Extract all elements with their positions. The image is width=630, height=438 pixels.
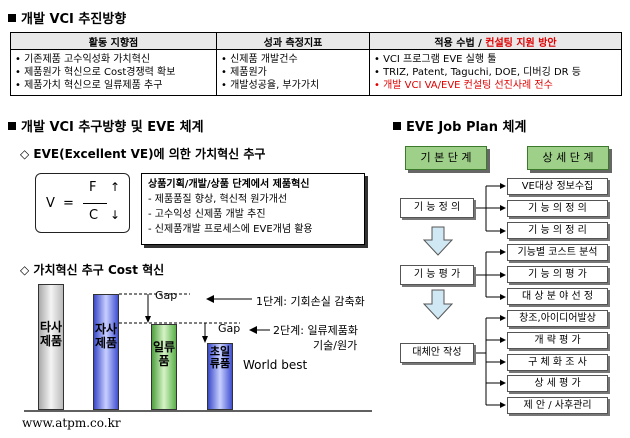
section-title-text: EVE Job Plan 체계 [406, 120, 527, 135]
cost-subtitle-text: 가치혁신 추구 Cost 혁신 [33, 263, 165, 277]
diamond-icon: ◇ [20, 147, 34, 161]
section-title-jobplan: EVE Job Plan 체계 [393, 116, 526, 135]
cell-item: 개발성공율, 부가가치 [230, 80, 320, 91]
cell-item: TRIZ, Patent, Taguchi, DOE, 디버깅 DR 등 [383, 67, 581, 78]
step2-label: 2단계: 일류제품화 [273, 324, 359, 337]
table-cell: • 신제품 개발건수 • 제품원가 • 개발성공율, 부가가치 [216, 49, 370, 96]
table-header: 성과 측정지표 [216, 32, 370, 50]
step1-label: 1단계: 기회손실 감축화 [256, 295, 365, 308]
section-title-text: 개발 VCI 추진방향 [21, 12, 127, 27]
cell-item: 제품원가 [230, 67, 267, 78]
bar-world-class [207, 343, 233, 410]
arrow-up-icon: ↑ [110, 180, 121, 194]
table-header: 적용 수법 / 컨설팅 지원 방안 [369, 32, 622, 50]
step-box: 대 상 분 야 선 정 [507, 288, 608, 305]
function-evaluation-box: 기 능 평 가 [400, 265, 474, 285]
cell-item-red: 개발 VCI VA/EVE 컨설팅 선진사례 전수 [383, 80, 553, 91]
square-bullet-icon [393, 122, 401, 130]
bar-label-first-class: 일류품 [152, 340, 176, 368]
vci-table: 활동 지향점 성과 측정지표 적용 수법 / 컨설팅 지원 방안 • 기존제품 … [10, 32, 622, 96]
step-box: 상 세 평 가 [507, 375, 608, 392]
function-definition-box: 기 능 정 의 [400, 198, 474, 218]
step-box: 기 능 의 정 의 [507, 200, 608, 217]
section-title-eve: 개발 VCI 추구방향 및 EVE 체계 [8, 116, 204, 135]
world-best-label: World best [243, 358, 308, 372]
bar-first-class [151, 324, 177, 410]
alternative-box: 대체안 작성 [400, 343, 474, 363]
table-row: • 기존제품 고수익성화 가치혁신 • 제품원가 혁신으로 Cost경쟁력 확보… [10, 49, 622, 96]
eve-subtitle: ◇ EVE(Excellent VE)에 의한 가치혁신 추구 [20, 145, 265, 162]
formula-c: C [89, 208, 99, 223]
table-header-row: 활동 지향점 성과 측정지표 적용 수법 / 컨설팅 지원 방안 [10, 32, 622, 50]
formula-f: F [89, 180, 97, 195]
cell-item: 기존제품 고수익성화 가치혁신 [24, 54, 151, 65]
eve-subtitle-text: EVE(Excellent VE)에 의한 가치혁신 추구 [33, 147, 266, 161]
formula-v: V [46, 196, 55, 211]
bar-own-product [93, 294, 119, 410]
cell-item: VCI 프로그램 EVE 실행 툴 [383, 54, 497, 65]
website-url: www.atpm.co.kr [22, 416, 121, 430]
square-bullet-icon [8, 14, 16, 22]
gap-label-2: Gap [218, 322, 241, 335]
innovation-item: 신제품개발 프로세스에 EVE개념 활용 [154, 224, 313, 235]
bar-label-own: 자사제품 [94, 322, 118, 350]
diamond-icon: ◇ [20, 263, 34, 277]
detail-stage-header: 상 세 단 계 [527, 146, 609, 170]
cell-item: 제품가치 혁신으로 일류제품 추구 [24, 80, 163, 91]
cell-item: 제품원가 혁신으로 Cost경쟁력 확보 [24, 67, 176, 78]
table-cell: • 기존제품 고수익성화 가치혁신 • 제품원가 혁신으로 Cost경쟁력 확보… [10, 49, 217, 96]
step-box: 기 능 의 정 리 [507, 222, 608, 239]
section-title-text: 개발 VCI 추구방향 및 EVE 체계 [21, 120, 204, 135]
basic-stage-header: 기 본 단 계 [405, 146, 487, 170]
header-text: 적용 수법 / [434, 37, 486, 49]
bar-label-world-class: 초일류품 [209, 345, 231, 370]
formula-equals: = [63, 196, 74, 211]
innovation-item: 고수익성 신제품 개발 추진 [154, 209, 266, 220]
formula-box: V = F C ↑ ↓ [35, 173, 130, 233]
header-text-red: 컨설팅 지원 방안 [485, 37, 557, 49]
arrow-down-icon: ↓ [110, 208, 121, 222]
step-box: 기능별 코스트 분석 [507, 244, 608, 261]
step-box: 창조,아이디어발상 [507, 310, 608, 327]
step-box: VE대상 정보수집 [507, 178, 608, 195]
step-box: 기 능 의 평 가 [507, 266, 608, 283]
section-title-vci: 개발 VCI 추진방향 [8, 8, 126, 27]
table-cell: • VCI 프로그램 EVE 실행 툴 • TRIZ, Patent, Tagu… [369, 49, 622, 96]
bar-label-competitor: 타사제품 [39, 320, 63, 348]
step-box: 제 안 / 사후관리 [507, 397, 608, 414]
step-box: 구 체 화 조 사 [507, 354, 608, 371]
innovation-box-title: 상품기획/개발/상품 단계에서 제품혁신 [148, 179, 310, 190]
innovation-item: 제품품질 향상, 혁신적 원가개선 [154, 194, 288, 205]
fraction-line [83, 203, 107, 204]
gap-label-1: Gap [155, 289, 178, 302]
innovation-box: 상품기획/개발/상품 단계에서 제품혁신 - 제품품질 향상, 혁신적 원가개선… [141, 173, 365, 245]
bar-competitor [38, 284, 64, 410]
cost-subtitle: ◇ 가치혁신 추구 Cost 혁신 [20, 261, 164, 278]
square-bullet-icon [8, 122, 16, 130]
cell-item: 신제품 개발건수 [230, 54, 298, 65]
step2-sublabel: 기술/원가 [313, 339, 358, 352]
step-box: 개 략 평 가 [507, 332, 608, 349]
